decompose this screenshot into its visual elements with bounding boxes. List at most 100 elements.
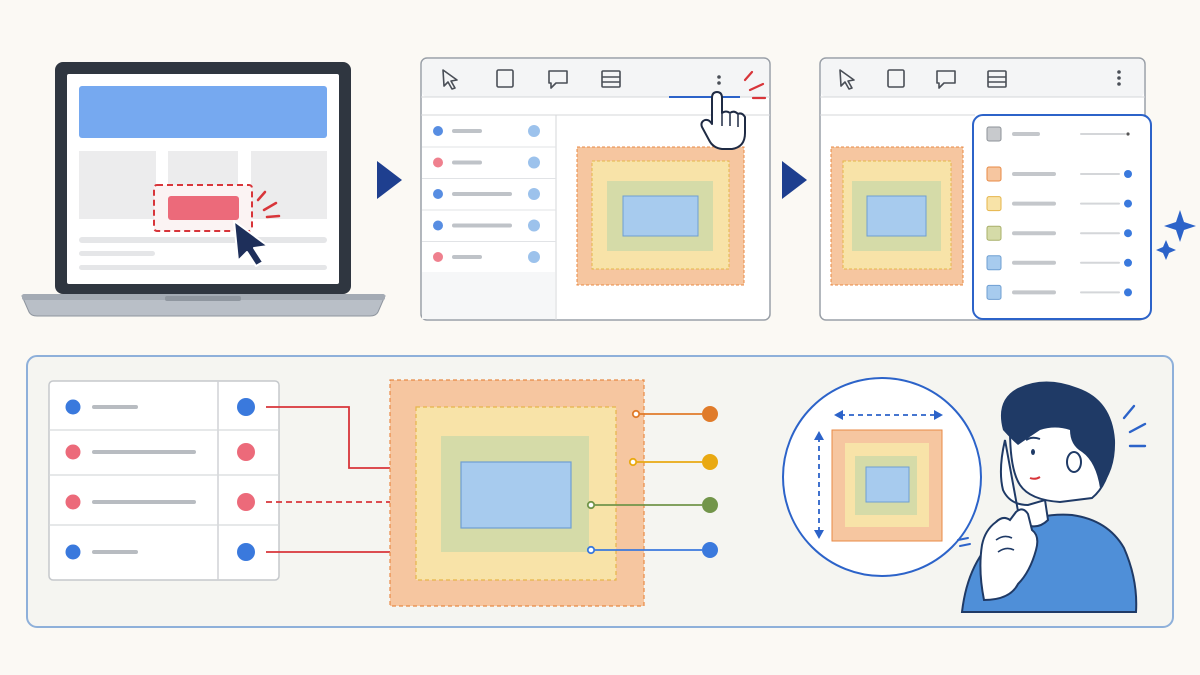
select-tool-icon[interactable] (442, 69, 458, 90)
property-toggle-icon[interactable] (1124, 170, 1132, 178)
magnifier-circle (782, 377, 982, 577)
click-burst-icon (256, 190, 281, 219)
row-text-line (452, 192, 512, 196)
color-swatch-icon (986, 255, 1002, 271)
width-measure-icon (834, 410, 943, 420)
property-toggle-icon[interactable] (1126, 132, 1130, 136)
property-name-line (1012, 231, 1056, 236)
table-row[interactable] (49, 443, 279, 476)
element-table (48, 380, 280, 581)
list-icon[interactable] (987, 70, 1007, 88)
select-tool-icon[interactable] (839, 69, 855, 90)
property-name-line (1012, 290, 1056, 295)
row-dot-icon (433, 157, 443, 168)
table-row[interactable] (49, 398, 279, 431)
element-row[interactable] (422, 219, 556, 242)
idea-burst-icon (1122, 404, 1147, 448)
property-value-line (1080, 261, 1120, 264)
step-arrow-icon (782, 161, 807, 199)
step-1-laptop (21, 62, 386, 317)
step-2-devtools-window (420, 57, 771, 321)
color-swatch-icon (986, 126, 1002, 142)
style-property-row[interactable] (986, 255, 1132, 271)
hand-icon (979, 508, 1039, 602)
content-box (866, 195, 927, 237)
element-row[interactable] (422, 188, 556, 211)
target-button[interactable] (168, 196, 239, 220)
row-text-line (452, 160, 482, 165)
content-box (865, 466, 910, 503)
more-menu-icon[interactable] (1117, 70, 1121, 86)
style-panel[interactable] (972, 114, 1152, 320)
webpage-header-block (79, 86, 327, 138)
element-row[interactable] (422, 156, 556, 179)
element-row[interactable] (422, 125, 556, 148)
row-text-line (92, 550, 138, 554)
style-property-row[interactable] (986, 196, 1132, 212)
border-callout (628, 454, 718, 470)
property-toggle-icon[interactable] (1124, 288, 1132, 297)
table-row[interactable] (65, 543, 256, 561)
webpage-card (79, 151, 156, 219)
device-icon[interactable] (887, 69, 905, 88)
property-toggle-icon[interactable] (1124, 199, 1132, 208)
table-row[interactable] (49, 493, 279, 526)
property-toggle-icon[interactable] (1124, 258, 1132, 267)
row-end-dot-icon (237, 543, 255, 561)
property-toggle-icon[interactable] (1124, 229, 1132, 238)
property-name-line (1012, 201, 1056, 206)
row-dot-icon (433, 126, 443, 136)
connector-line (266, 406, 416, 469)
row-text-line (452, 255, 482, 259)
row-end-dot-icon (528, 125, 540, 137)
style-property-row[interactable] (986, 284, 1132, 300)
element-row[interactable] (433, 251, 540, 263)
comment-icon[interactable] (936, 70, 956, 89)
content-dot-icon (702, 542, 718, 558)
more-menu-icon[interactable] (717, 75, 721, 85)
row-dot-icon (65, 444, 81, 460)
property-value-line (1080, 133, 1126, 135)
property-name-line (1012, 260, 1056, 265)
row-dot-icon (433, 189, 443, 199)
property-name-line (1012, 132, 1040, 136)
text-line (79, 251, 155, 256)
row-end-dot-icon (528, 156, 540, 169)
comment-icon[interactable] (548, 70, 568, 89)
style-property-row[interactable] (986, 126, 1130, 142)
property-value-line (1080, 232, 1120, 235)
property-value-line (1080, 173, 1120, 175)
row-end-dot-icon (237, 493, 255, 511)
color-swatch-icon (986, 284, 1002, 300)
color-swatch-icon (986, 196, 1002, 212)
color-swatch-icon (986, 166, 1002, 182)
style-property-row[interactable] (986, 225, 1132, 241)
row-end-dot-icon (237, 443, 255, 461)
content-box (460, 461, 572, 529)
list-icon[interactable] (601, 70, 621, 88)
thinking-person (957, 381, 1147, 613)
row-end-dot-icon (237, 398, 255, 416)
row-text-line (92, 405, 138, 409)
row-text-line (92, 500, 196, 504)
content-box (622, 195, 699, 237)
margin-dot-icon (702, 406, 718, 422)
style-property-row[interactable] (986, 166, 1132, 182)
color-swatch-icon (986, 225, 1002, 241)
row-end-dot-icon (528, 251, 540, 263)
property-name-line (1012, 172, 1056, 176)
row-dot-icon (65, 494, 81, 510)
text-line (79, 237, 327, 243)
sparkle-icon (1156, 210, 1196, 260)
row-dot-icon (65, 544, 81, 560)
row-dot-icon (65, 399, 81, 415)
content-callout (586, 542, 718, 558)
row-dot-icon (433, 252, 443, 262)
row-dot-icon (433, 220, 443, 231)
step-arrow-icon (377, 161, 402, 199)
device-icon[interactable] (496, 69, 514, 88)
click-burst-icon (743, 70, 767, 100)
height-measure-icon (814, 431, 824, 539)
margin-callout (631, 406, 718, 422)
